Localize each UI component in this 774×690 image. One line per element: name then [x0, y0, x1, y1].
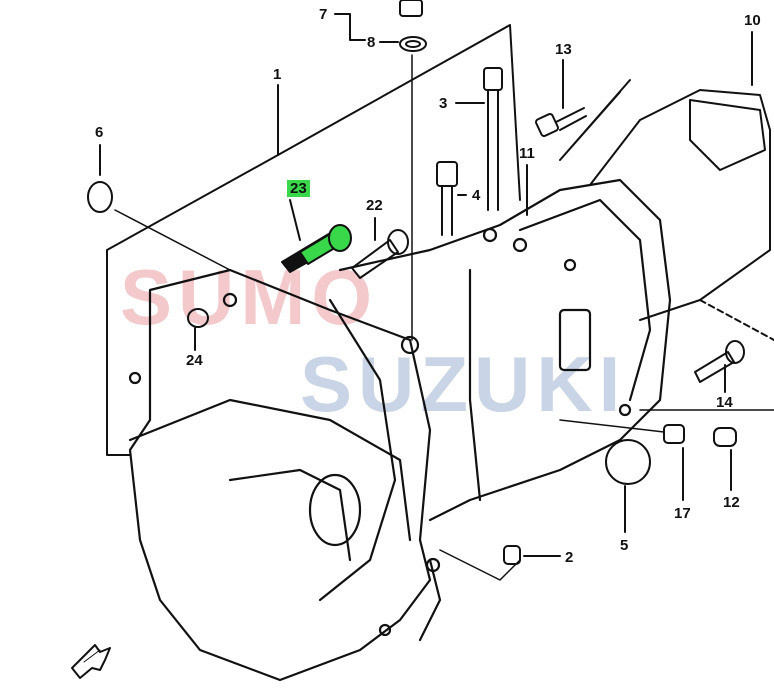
callout-5: 5 — [620, 537, 629, 554]
watermark-suzuki: SUZUKI — [300, 340, 627, 428]
plug-7 — [399, 0, 423, 17]
extension-housing-10 — [589, 89, 771, 321]
gasket-8 — [399, 36, 427, 52]
cap-5 — [605, 439, 651, 485]
bush-12 — [713, 427, 737, 447]
bolt-3 — [483, 67, 503, 91]
leader-7 — [334, 13, 366, 41]
callout-2: 2 — [565, 549, 574, 566]
bolt-4 — [436, 161, 458, 187]
callout-11: 11 — [519, 145, 535, 162]
callout-1: 1 — [273, 66, 282, 83]
callout-10: 10 — [744, 12, 761, 29]
leader-1b — [277, 24, 521, 201]
callout-7: 7 — [319, 6, 328, 23]
callout-6: 6 — [95, 124, 104, 141]
leader-1 — [106, 84, 279, 456]
dowel-24 — [187, 308, 209, 328]
callout-22: 22 — [366, 197, 383, 214]
bolt-14 — [694, 351, 735, 383]
callout-8: 8 — [367, 34, 376, 51]
transmission-case-1 — [128, 178, 672, 682]
callout-17: 17 — [674, 505, 691, 522]
callout-24: 24 — [186, 352, 203, 369]
callout-3: 3 — [439, 95, 448, 112]
callout-4: 4 — [472, 187, 481, 204]
oil-seal-6 — [87, 181, 113, 213]
bolt-22 — [351, 239, 399, 279]
bolt-13 — [535, 113, 559, 137]
bolt-23-highlighted — [281, 224, 352, 273]
callout-23-highlighted[interactable]: 23 — [287, 180, 310, 197]
callout-13: 13 — [555, 41, 572, 58]
callout-14: 14 — [716, 394, 733, 411]
dowel-2 — [503, 545, 521, 565]
plug-17 — [663, 424, 685, 444]
watermark-sumo: SUMO — [120, 253, 378, 341]
callout-12: 12 — [723, 494, 740, 511]
front-arrow-icon — [71, 644, 111, 679]
